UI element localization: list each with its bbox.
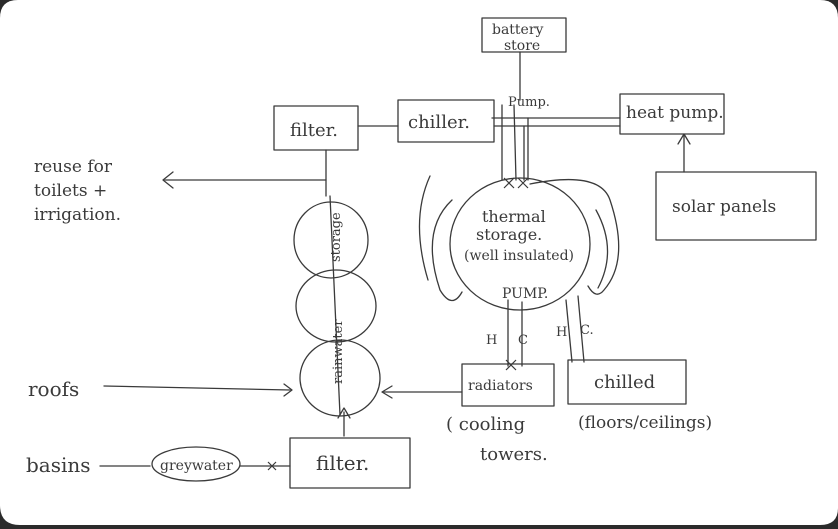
storage-circle-mid [295, 269, 377, 343]
solar-panels-box [655, 171, 817, 241]
filter-top-box [273, 105, 359, 151]
thermal-loop-right-inner [595, 209, 609, 289]
greywater-up-arrowhead [337, 407, 351, 419]
thermal-label-3: (well insulated) [464, 248, 574, 264]
storage-center-line [329, 195, 341, 416]
battery-store-box [481, 17, 567, 53]
storage-circle-bottom [299, 339, 381, 417]
battery-store-label-1: battery [492, 22, 544, 38]
chilled-box [567, 359, 687, 405]
cooling-label: ( cooling [446, 414, 525, 435]
rainwater-label: rainwater [331, 319, 346, 384]
radiators-box [461, 363, 555, 407]
reuse-label-1: reuse for [34, 157, 113, 177]
roofs-label: roofs [28, 377, 79, 401]
floors-ceilings-label: (floors/ceilings) [578, 413, 712, 433]
greywater-ellipse [151, 446, 241, 482]
hot-label-right: H [556, 325, 567, 340]
cross-mark-2 [517, 177, 529, 189]
chilled-cold-pipe [577, 295, 585, 363]
solar-arrowhead [677, 133, 691, 145]
pump-mid-label: PUMP. [502, 286, 548, 302]
filter-bottom-box [289, 437, 411, 489]
pump-top-label: Pump. [508, 95, 550, 110]
battery-store-label-2: store [504, 38, 540, 54]
solar-panels-label: solar panels [672, 197, 776, 217]
chilled-hot-pipe [565, 299, 573, 363]
radiators-arrowhead [381, 385, 393, 399]
radiators-label: radiators [468, 378, 533, 394]
chilled-label: chilled [594, 372, 655, 393]
storage-circle-top [293, 201, 369, 279]
hot-label-left: H [486, 333, 497, 348]
thermal-loop-right [529, 178, 620, 295]
basins-label: basins [26, 453, 91, 477]
cross-mark-4 [267, 461, 277, 471]
heat-pump-label: heat pump. [626, 103, 724, 123]
reuse-arrowhead [162, 171, 174, 189]
reuse-label-3: irrigation. [34, 205, 121, 225]
filter-top-label: filter. [290, 120, 338, 141]
cold-label-left: C [518, 333, 528, 348]
cold-label-right: C. [580, 323, 594, 338]
chiller-label: chiller. [408, 112, 470, 133]
thermal-loop-left [431, 199, 463, 302]
thermal-storage-circle [449, 177, 591, 311]
chiller-box [397, 99, 495, 143]
cross-mark-1 [503, 177, 515, 189]
towers-label: towers. [480, 444, 548, 465]
thermal-label-1: thermal [482, 207, 546, 226]
thermal-loop-left-inner [418, 175, 431, 281]
storage-label: storage [329, 212, 344, 262]
thermal-label-2: storage. [476, 225, 542, 244]
reuse-label-2: toilets + [34, 181, 107, 201]
greywater-label: greywater [160, 458, 233, 474]
filter-bottom-label: filter. [316, 451, 369, 475]
roofs-line [103, 385, 291, 391]
cross-mark-3 [505, 359, 517, 371]
roofs-arrowhead [283, 383, 293, 397]
heat-pump-box [619, 93, 725, 135]
